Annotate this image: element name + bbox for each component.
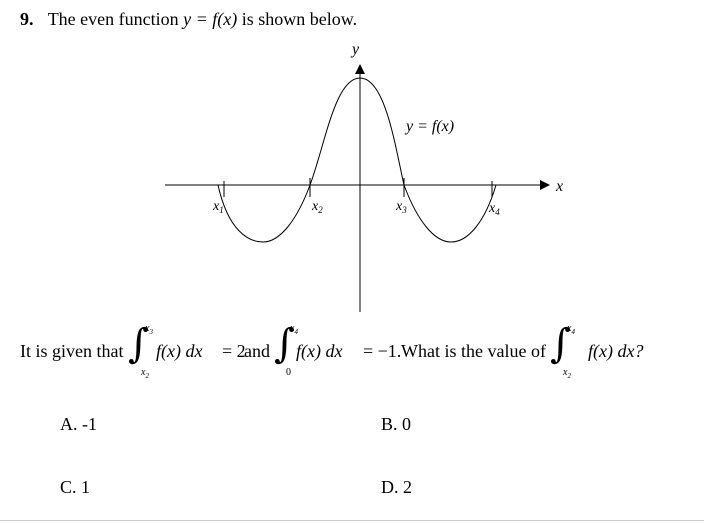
integral1-integrand: f(x) dx: [156, 341, 203, 361]
root-label-x4: x4: [488, 201, 500, 217]
choice-c[interactable]: C. 1: [60, 477, 90, 498]
integral2-rhs: = −1.: [363, 341, 402, 361]
question-header: 9. The even function y = f(x) is shown b…: [20, 9, 357, 30]
y-axis-arrow-icon: [355, 64, 365, 74]
integral2-upper-limit: x4: [290, 323, 298, 336]
integral-sign-icon: ∫: [550, 321, 571, 367]
curve-label: y = f(x): [404, 118, 454, 135]
given-prefix: It is given that: [20, 341, 124, 361]
integral3-lower-limit: x2: [563, 367, 571, 380]
choice-b-value: 0: [402, 414, 412, 434]
bottom-divider: [0, 520, 704, 521]
choice-b[interactable]: B. 0: [381, 414, 411, 435]
choice-d-letter: D.: [381, 477, 399, 497]
x-axis-arrow-icon: [540, 180, 550, 190]
integral2-integrand: f(x) dx: [296, 341, 343, 361]
integral3-integrand: f(x) dx?: [588, 341, 644, 361]
choice-a[interactable]: A. -1: [60, 414, 97, 435]
integral-sign-icon: ∫: [274, 321, 295, 367]
choice-d[interactable]: D. 2: [381, 477, 412, 498]
choice-c-value: 1: [81, 477, 91, 497]
given-connector: and: [244, 341, 270, 361]
question-suffix: is shown below.: [241, 9, 358, 29]
question-number: 9.: [20, 9, 34, 29]
given-statement: It is given that ∫ x3 x2 f(x) dx = 2 and…: [20, 322, 700, 382]
integral-sign-icon: ∫: [128, 321, 149, 367]
function-curve: [217, 77, 497, 243]
root-label-x2: x2: [311, 199, 323, 215]
integral1-rhs: = 2: [222, 341, 246, 361]
choice-a-letter: A.: [60, 414, 78, 434]
root-label-x1: x1: [212, 199, 224, 215]
integral3-upper-limit: x4: [567, 323, 575, 336]
x-axis-label: x: [555, 178, 563, 195]
choice-a-value: -1: [82, 414, 97, 434]
question-intro: The even function: [47, 9, 179, 29]
choice-d-value: 2: [403, 477, 412, 497]
function-graph: y x x1 x2 x3 x4 y = f(x): [165, 41, 563, 312]
given-ask: What is the value of: [401, 341, 546, 361]
choice-b-letter: B.: [381, 414, 398, 434]
function-expression: y = f(x): [183, 9, 238, 29]
integral1-lower-limit: x2: [141, 367, 149, 380]
root-label-x3: x3: [395, 199, 407, 215]
choice-c-letter: C.: [60, 477, 77, 497]
integral1-upper-limit: x3: [145, 323, 153, 336]
integral2-lower-limit: 0: [286, 367, 291, 378]
y-axis-label: y: [350, 41, 360, 58]
